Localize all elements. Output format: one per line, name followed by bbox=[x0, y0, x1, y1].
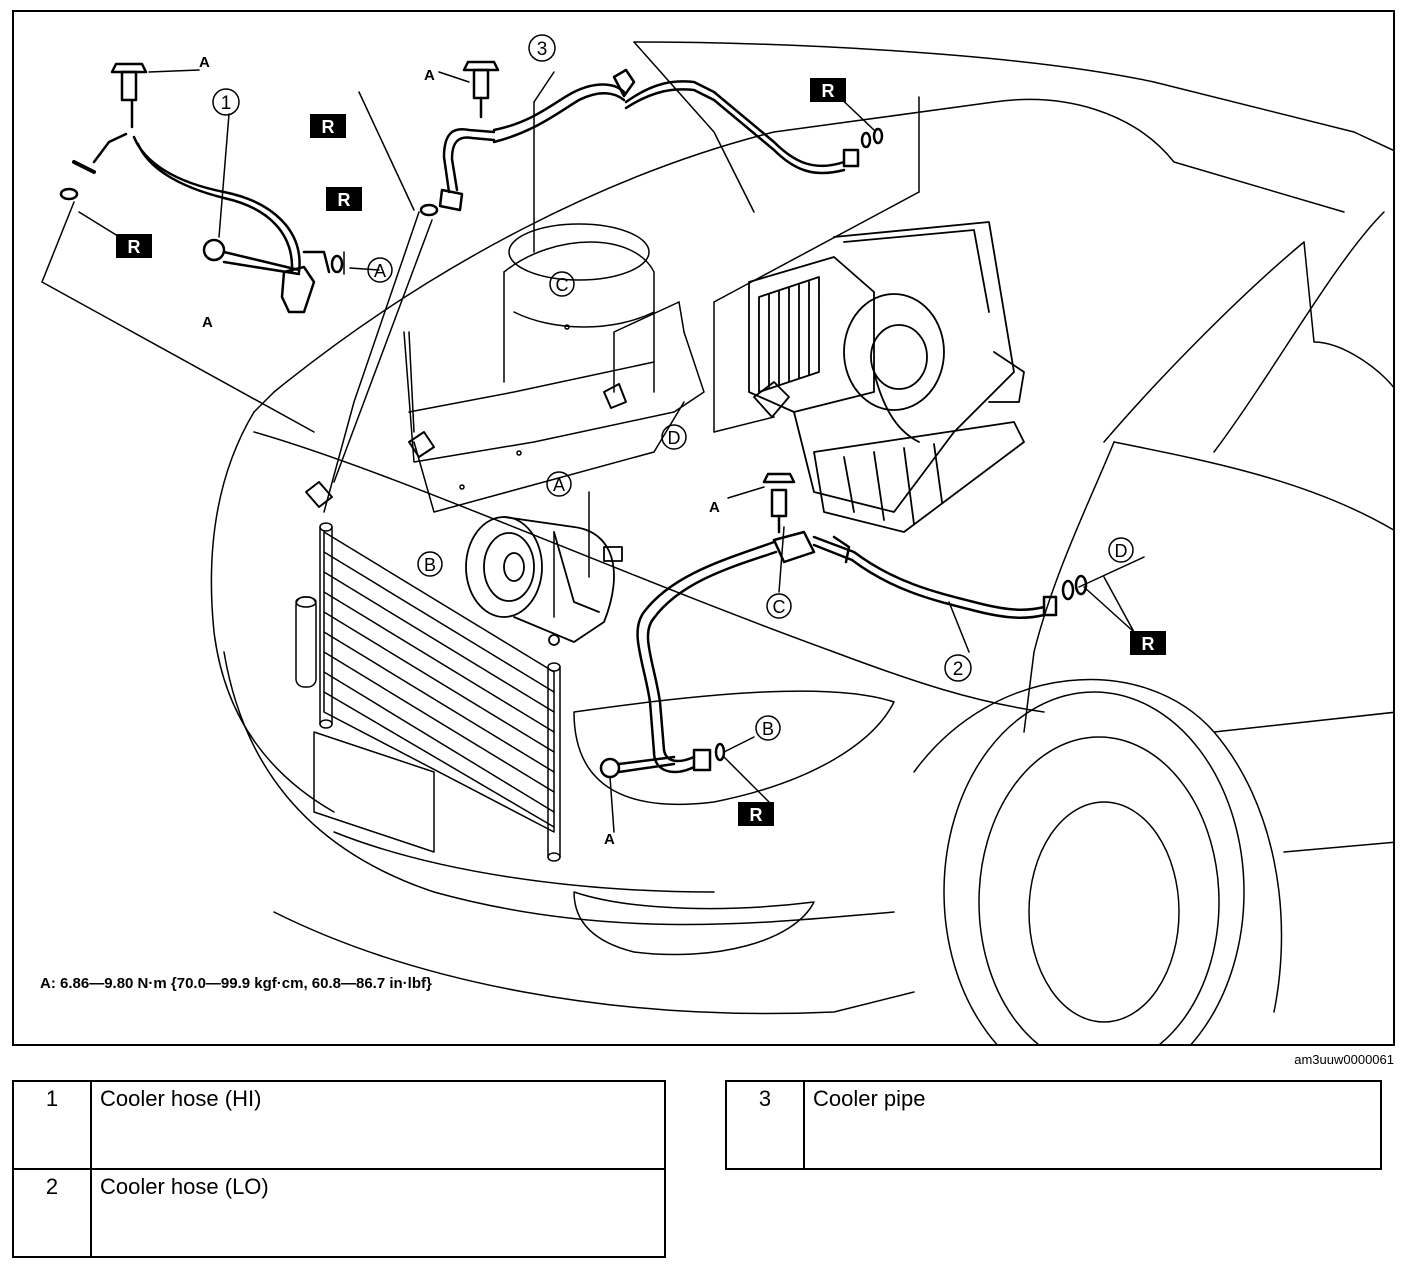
svg-text:A: A bbox=[553, 475, 565, 495]
part-name: Cooler hose (HI) bbox=[90, 1080, 666, 1170]
table-row: 2 Cooler hose (LO) bbox=[12, 1168, 666, 1258]
cooler-hose-lo bbox=[599, 472, 1088, 779]
callout-2: 2 bbox=[944, 654, 972, 682]
parts-table-right: 3 Cooler pipe bbox=[725, 1080, 1382, 1170]
bolt-label-A-5: A bbox=[604, 831, 615, 848]
car-body-outline bbox=[210, 41, 1393, 1044]
svg-text:R: R bbox=[338, 190, 351, 210]
part-number: 2 bbox=[12, 1168, 92, 1258]
table-row: 3 Cooler pipe bbox=[725, 1080, 1382, 1170]
r-box-6: R bbox=[738, 802, 774, 826]
part-number: 1 bbox=[12, 1080, 92, 1170]
bolt-label-A-1: A bbox=[199, 54, 210, 71]
engine-bay bbox=[403, 223, 705, 513]
figure-id: am3uuw0000061 bbox=[1294, 1052, 1394, 1067]
callout-B-circle-2: B bbox=[755, 715, 781, 741]
callout-1-text: 1 bbox=[221, 93, 232, 114]
svg-text:R: R bbox=[750, 805, 763, 825]
svg-text:R: R bbox=[128, 237, 141, 257]
part-name: Cooler pipe bbox=[803, 1080, 1382, 1170]
condenser bbox=[295, 522, 561, 862]
callout-D-circle-2: D bbox=[1108, 537, 1134, 563]
svg-text:A: A bbox=[374, 261, 386, 281]
r-box-2: R bbox=[326, 187, 362, 211]
callout-3: 3 bbox=[528, 34, 556, 62]
callout-C-circle-1: C bbox=[549, 271, 575, 297]
bolt-label-A-3: A bbox=[424, 67, 435, 84]
part-number: 3 bbox=[725, 1080, 805, 1170]
callout-D-circle-1: D bbox=[661, 424, 687, 450]
svg-text:R: R bbox=[322, 117, 335, 137]
bolt-label-A-4: A bbox=[709, 499, 720, 516]
callout-A-circle-1: A bbox=[367, 257, 393, 283]
r-box-1: R bbox=[310, 114, 346, 138]
callout-1: 1 bbox=[212, 88, 240, 116]
svg-text:C: C bbox=[773, 597, 786, 617]
callout-3-text: 3 bbox=[537, 39, 548, 60]
parts-table-left: 1 Cooler hose (HI) 2 Cooler hose (LO) bbox=[12, 1080, 666, 1258]
svg-text:C: C bbox=[556, 275, 569, 295]
table-row: 1 Cooler hose (HI) bbox=[12, 1080, 666, 1170]
diagram-drawing: 1 3 2 A C A B bbox=[41, 34, 1393, 1044]
r-box-3: R bbox=[116, 234, 152, 258]
bolt-label-A-2: A bbox=[202, 314, 213, 331]
cooler-hose-hi bbox=[59, 62, 344, 314]
callout-B-circle-1: B bbox=[417, 551, 443, 577]
r-markers: R R R R R R bbox=[116, 78, 1166, 826]
callout-A-circle-2: A bbox=[546, 471, 572, 497]
hvac-unit bbox=[748, 221, 1025, 533]
r-box-5: R bbox=[1130, 631, 1166, 655]
compressor bbox=[465, 516, 623, 646]
callout-C-circle-2: C bbox=[766, 593, 792, 619]
exploded-diagram: 1 3 2 A C A B bbox=[12, 10, 1395, 1046]
leader-lines bbox=[41, 69, 1145, 833]
svg-text:R: R bbox=[1142, 634, 1155, 654]
callout-2-text: 2 bbox=[953, 659, 964, 680]
svg-text:D: D bbox=[1115, 541, 1128, 561]
torque-specification: A: 6.86—9.80 N·m {70.0—99.9 kgf·cm, 60.8… bbox=[40, 975, 432, 992]
cooler-pipe bbox=[419, 60, 884, 217]
r-box-4: R bbox=[810, 78, 846, 102]
svg-text:B: B bbox=[424, 555, 436, 575]
part-name: Cooler hose (LO) bbox=[90, 1168, 666, 1258]
svg-text:B: B bbox=[762, 719, 774, 739]
svg-text:D: D bbox=[668, 428, 681, 448]
svg-text:R: R bbox=[822, 81, 835, 101]
